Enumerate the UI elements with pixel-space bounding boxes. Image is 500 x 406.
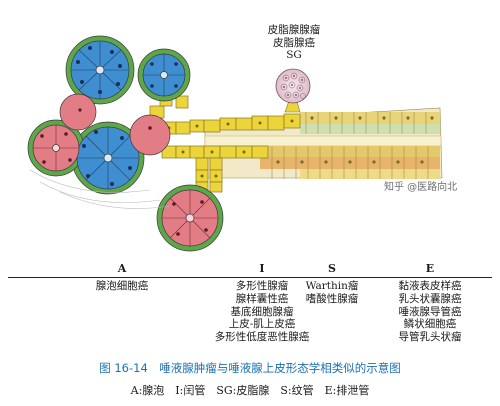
column-header: A	[8, 262, 236, 278]
column-header: E	[368, 262, 492, 278]
sg-label: 皮脂腺腺瘤 皮脂腺癌 SG	[254, 24, 334, 62]
list-item: 多形性腺瘤	[235, 280, 289, 292]
list-item: 腺泡细胞癌	[95, 280, 149, 292]
sebaceous-gland	[275, 68, 311, 113]
striated-duct	[149, 93, 301, 193]
figure-caption: 图 16-14 唾液腺肿瘤与唾液腺上皮形态学相类似的示意图	[99, 361, 401, 375]
column-excretory-duct: E 黏液表皮样癌 乳头状囊腺癌 唾液腺导管癌 鳞状细胞癌 导管乳头状瘤	[368, 262, 492, 358]
sg-label-line1: 皮脂腺腺瘤	[267, 24, 321, 36]
column-intercalated-duct: I 多形性腺瘤 腺样囊性癌 基底细胞腺瘤 上皮-肌上皮癌 多形性低度恶性腺癌	[208, 262, 316, 358]
sg-label-line3: SG	[286, 49, 302, 61]
list-item: 鳞状细胞癌	[403, 318, 457, 331]
list-item: 嗜酸性腺瘤	[305, 292, 359, 305]
acinar-lobules	[27, 35, 224, 252]
list-item: 导管乳头状瘤	[398, 331, 462, 344]
column-header: I	[208, 262, 316, 278]
watermark-inline: 知乎 @医路向北	[384, 182, 458, 193]
list-item: 唾液腺导管癌	[398, 305, 462, 318]
list-item: 乳头状囊腺癌	[398, 292, 462, 305]
list-item: 上皮-肌上皮癌	[228, 318, 296, 331]
sg-label-line2: 皮脂腺癌	[273, 36, 315, 49]
figure-legend: A:腺泡 I:闰管 SG:皮脂腺 S:纹管 E:排泄管	[130, 384, 370, 397]
list-item: 多形性低度恶性腺癌	[214, 331, 310, 344]
column-acinus: A 腺泡细胞癌	[8, 262, 236, 358]
list-item: 基底细胞腺瘤	[230, 305, 294, 318]
tumor-classification-table: A 腺泡细胞癌 I 多形性腺瘤 腺样囊性癌 基底细胞腺瘤 上皮-肌上皮癌 多形性…	[8, 262, 492, 358]
list-item: 黏液表皮样癌	[398, 280, 462, 292]
column-striated-duct: S Warthin瘤 嗜酸性腺瘤	[292, 262, 372, 358]
column-header: S	[292, 262, 372, 278]
list-item: 腺样囊性癌	[235, 292, 289, 305]
list-item: Warthin瘤	[305, 280, 359, 292]
